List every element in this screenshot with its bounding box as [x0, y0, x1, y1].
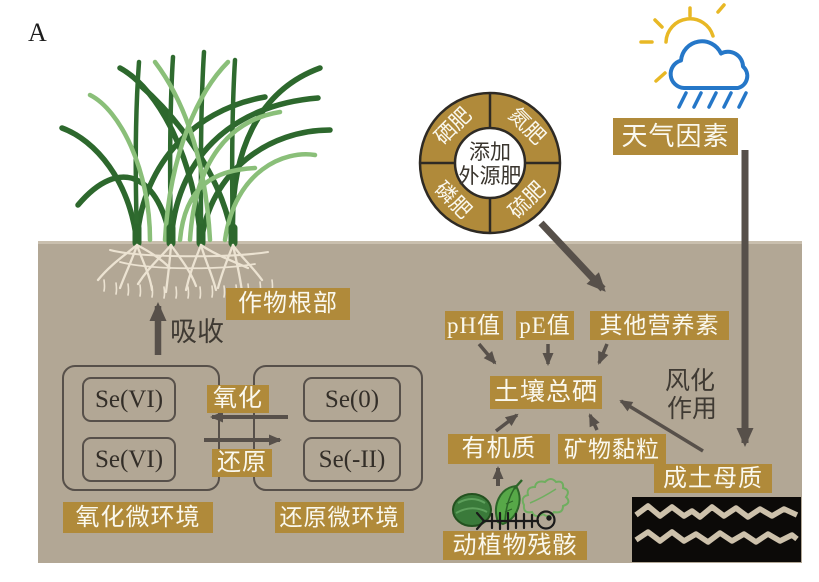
rain-drops-icon: [677, 91, 748, 109]
oxidizing-microenvironment-box: [62, 365, 220, 491]
organic-matter-label: 有机质: [448, 434, 550, 464]
reducing-microenvironment-box: [253, 365, 423, 491]
weather-factor-label: 天气因素: [613, 118, 738, 155]
sun-icon: [639, 3, 726, 83]
mineral-to-totalse-arrow: [588, 413, 600, 431]
nutrients-to-totalse-arrow: [597, 343, 609, 365]
ph-to-totalse-arrow: [477, 342, 497, 365]
panel-label: A: [28, 18, 47, 47]
oxidizing-env-label: 氧化微环境: [63, 502, 213, 533]
weathering-arrow: [619, 399, 704, 453]
wheel-center-line2: 外源肥: [459, 164, 522, 188]
total-soil-se-label: 土壤总硒: [490, 376, 602, 409]
residues-label: 动植物残骸: [443, 531, 587, 560]
crop-plants-icon: [59, 49, 333, 248]
fertilizer-wheel: 硒肥 氮肥 磷肥 硫肥 添加 外源肥: [418, 91, 562, 235]
organic-to-totalse-arrow: [494, 413, 519, 433]
reducing-env-label: 还原微环境: [275, 502, 404, 533]
wheel-dividers: [420, 93, 560, 233]
weathering-text-line2: 作用: [667, 396, 718, 423]
fish-bone-icon: [475, 510, 556, 531]
absorption-text: 吸收: [170, 317, 224, 347]
leaf-icon: [495, 479, 523, 526]
mineral-clay-label: 矿物黏粒: [558, 434, 666, 464]
oxidation-label: 氧化: [207, 385, 269, 413]
fertilizer-to-nutrients-arrow: [538, 220, 606, 292]
rain-cloud-icon: [668, 39, 750, 109]
se-minus2-box: Se(-II): [303, 437, 401, 482]
weathering-text-line1: 风化: [665, 368, 716, 395]
reduction-label: 还原: [212, 449, 272, 477]
wheel-center-line1: 添加: [469, 140, 511, 164]
parent-material-label: 成土母质: [654, 464, 772, 493]
other-nutrients-label: 其他营养素: [590, 311, 729, 340]
se6-bottom-box: Se(VI): [82, 437, 176, 482]
rock-stratum-icon: [632, 497, 801, 562]
ph-label: pH值: [445, 311, 503, 340]
oak-leaf-icon: [521, 478, 570, 518]
pe-label: pE值: [516, 311, 574, 340]
se6-top-box: Se(VI): [82, 377, 176, 422]
se0-box: Se(0): [303, 377, 401, 422]
crop-root-label: 作物根部: [226, 288, 350, 320]
